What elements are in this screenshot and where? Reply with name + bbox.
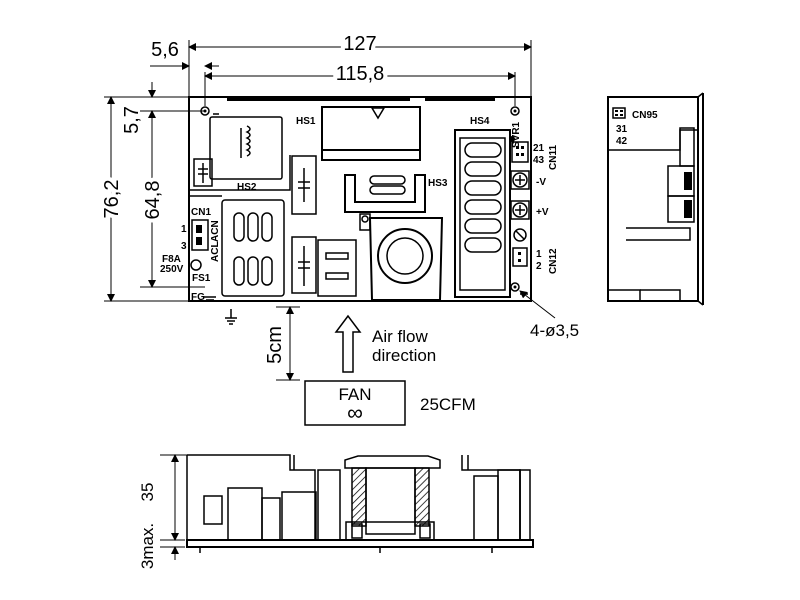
dim-component-height: 35 (138, 483, 157, 502)
label-hs1: HS1 (296, 116, 316, 127)
cn95-pins-bottom: 42 (616, 136, 628, 147)
label-ac-n: ACN (210, 220, 221, 242)
dim-overall-width: 127 (343, 33, 376, 55)
label-plus-v: +V (536, 207, 549, 218)
label-hs2: HS2 (237, 182, 257, 193)
dim-hole-offset-y: 5,7 (121, 106, 143, 134)
airflow-arrow-icon (334, 314, 362, 373)
cn11-pins-bottom: 43 (533, 155, 545, 166)
label-fs1: FS1 (192, 273, 211, 284)
airflow-section: 5cm Air flow direction FAN ∞ 25CFM (264, 306, 476, 426)
dim-hole-spacing-width: 115,8 (336, 63, 385, 85)
label-cn12: CN12 (548, 248, 559, 274)
label-fuse-rating: F8A (162, 254, 181, 265)
label-svr1: SVR1 (511, 121, 522, 148)
dim-hole-offset-x: 5,6 (151, 39, 179, 61)
fan-rating: 25CFM (420, 395, 476, 414)
board-front-view: 35 3max. (138, 454, 534, 569)
label-cn1: CN1 (191, 207, 211, 218)
dim-hole-spacing-height: 64,8 (142, 181, 164, 220)
label-hs4: HS4 (470, 116, 490, 127)
cn1-pin1: 1 (181, 224, 187, 235)
cn12-pin2: 2 (536, 261, 542, 272)
board-side-view-right: CN95 31 42 (607, 92, 704, 306)
dim-fan-distance: 5cm (264, 326, 286, 364)
airflow-label-line1: Air flow (372, 327, 428, 346)
fan-label: FAN (338, 385, 371, 404)
cn11-pins-top: 21 (533, 143, 545, 154)
fan-icon: ∞ (347, 400, 363, 425)
label-minus-v: -V (536, 177, 546, 188)
dim-standoff: 3max. (138, 523, 157, 569)
label-mounting-holes: 4-ø3,5 (530, 321, 579, 340)
fan-box (304, 380, 406, 426)
label-fg: FG (191, 292, 205, 303)
top-dimensions: 127 115,8 5,6 (150, 29, 532, 106)
label-ac-l: ACL (210, 241, 221, 262)
dim-overall-height: 76,2 (101, 180, 123, 219)
cn95-pins-top: 31 (616, 124, 628, 135)
label-cn95: CN95 (632, 110, 658, 121)
label-hs3: HS3 (428, 178, 448, 189)
cn1-pin3: 3 (181, 241, 187, 252)
cn12-pin1: 1 (536, 249, 542, 260)
board-top-view: HS1 HS2 HS3 (160, 96, 579, 340)
left-dimensions: 76,2 64,8 5,7 (97, 82, 205, 302)
label-fuse-voltage: 250V (160, 264, 184, 275)
label-cn11: CN11 (548, 145, 559, 170)
airflow-label-line2: direction (372, 346, 436, 365)
